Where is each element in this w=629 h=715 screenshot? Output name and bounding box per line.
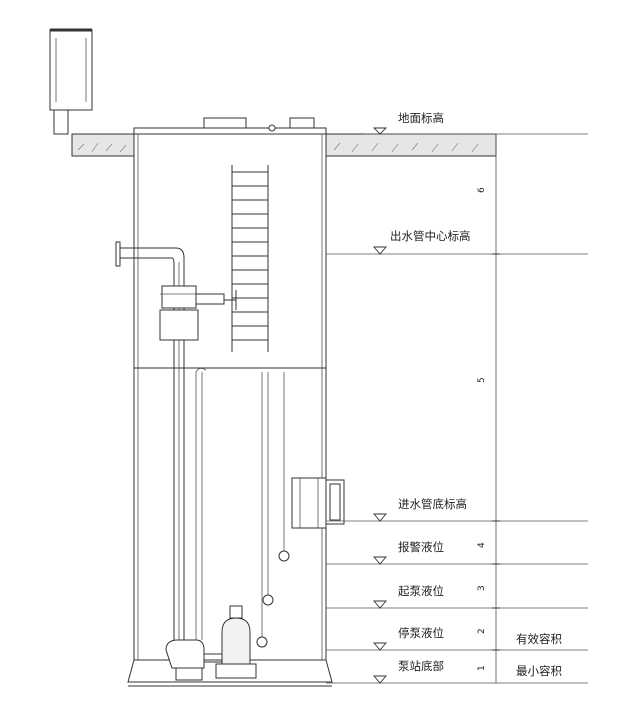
guide-rail — [195, 368, 207, 640]
dimension-mark: 1 — [477, 665, 487, 671]
level-marker-icon — [373, 246, 387, 255]
dimension-mark: 3 — [477, 585, 487, 591]
pump-tank — [127, 117, 333, 687]
level-marker-icon — [372, 127, 388, 135]
valve-assembly — [159, 285, 237, 341]
level-marker-icon — [373, 675, 387, 684]
level-lines — [326, 127, 588, 684]
label-outlet-center: 出水管中心标高 — [390, 229, 471, 243]
label-effective-volume: 有效容积 — [516, 632, 562, 646]
control-cabinet — [49, 28, 93, 135]
level-marker-icon — [373, 600, 387, 609]
label-alarm-level: 报警液位 — [398, 540, 444, 554]
outlet-pipe — [115, 241, 185, 640]
dimension-mark: 6 — [477, 187, 487, 193]
level-marker-icon — [373, 556, 387, 565]
label-ground-level: 地面标高 — [398, 111, 444, 125]
level-marker-icon — [373, 513, 387, 522]
inlet-pipe — [291, 477, 345, 529]
label-pump-stop: 停泵液位 — [398, 626, 444, 640]
label-pump-start: 起泵液位 — [398, 584, 444, 598]
level-marker-icon — [373, 642, 387, 651]
label-station-bottom: 泵站底部 — [398, 659, 444, 673]
dimension-mark: 4 — [477, 542, 487, 548]
dimension-mark: 2 — [477, 628, 487, 634]
ladder — [231, 165, 269, 352]
label-inlet-bottom: 进水管底标高 — [398, 497, 467, 511]
float-switches — [256, 372, 290, 648]
submersible-pump — [165, 605, 257, 681]
dimension-mark: 5 — [477, 377, 487, 383]
ground-surface — [71, 133, 497, 157]
label-minimum-volume: 最小容积 — [516, 664, 562, 678]
